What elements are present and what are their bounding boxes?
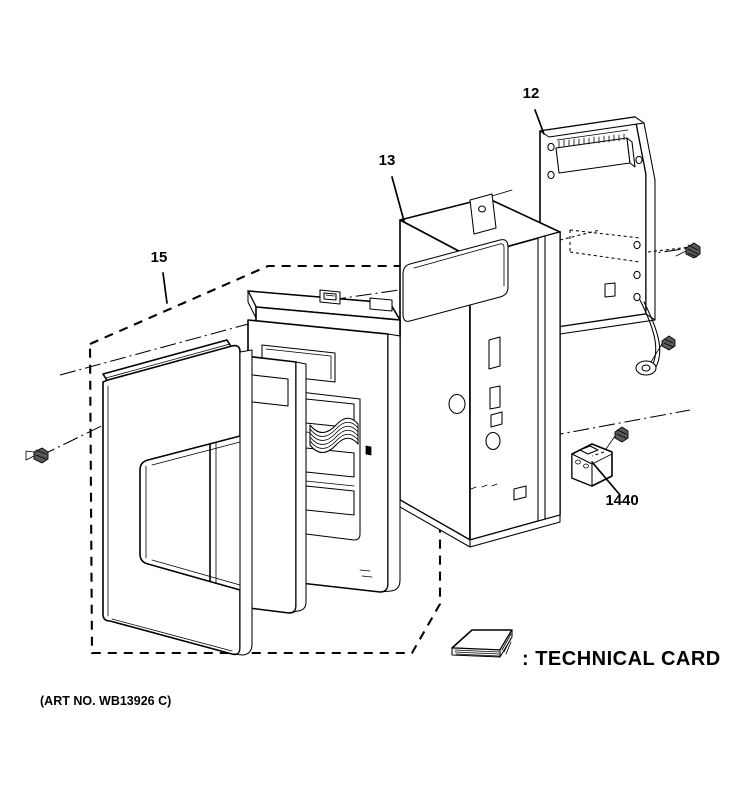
- ring-terminal: [635, 360, 657, 376]
- technical-card-label: : TECHNICAL CARD: [522, 648, 721, 670]
- door-assembly-dashed-boundary: [88, 264, 442, 655]
- board-hole: [633, 292, 641, 302]
- callout-15: 15: [151, 249, 168, 266]
- outer-door-panel-15: [102, 339, 253, 656]
- technical-card-legend: : TECHNICAL CARD: [451, 629, 721, 670]
- callout-leaders: [162, 109, 621, 496]
- vent-hole: [448, 393, 466, 415]
- callout-13: 13: [379, 152, 396, 169]
- board-pin-header: [556, 129, 629, 148]
- leader-1440: [591, 461, 621, 496]
- screw-board-upper: [675, 242, 701, 259]
- tab-hole: [478, 205, 486, 213]
- board-hole: [633, 270, 641, 280]
- technical-card-booklet-icon: [451, 629, 513, 658]
- leader-15: [162, 272, 168, 304]
- callout-12: 12: [523, 85, 540, 102]
- art-number: (ART NO. WB13926 C): [40, 694, 171, 708]
- leader-12: [534, 109, 545, 135]
- ground-wire: [635, 299, 661, 376]
- screw-switch: [603, 426, 629, 453]
- ribbon-cable: [309, 417, 359, 454]
- screw-left-panel: [25, 447, 49, 464]
- board-hole: [547, 170, 555, 180]
- vent-hole: [485, 431, 501, 451]
- callout-1440: 1440: [605, 492, 638, 509]
- interlock-switch-1440: [571, 443, 613, 487]
- board-hole: [635, 155, 643, 165]
- control-panel-housing-13: [399, 189, 561, 548]
- control-board-12: [539, 116, 691, 335]
- board-hole: [547, 142, 555, 152]
- rear-wall-guides: [559, 229, 601, 516]
- leader-13: [391, 176, 405, 222]
- board-hole: [633, 240, 641, 250]
- screw-ground: [650, 335, 676, 363]
